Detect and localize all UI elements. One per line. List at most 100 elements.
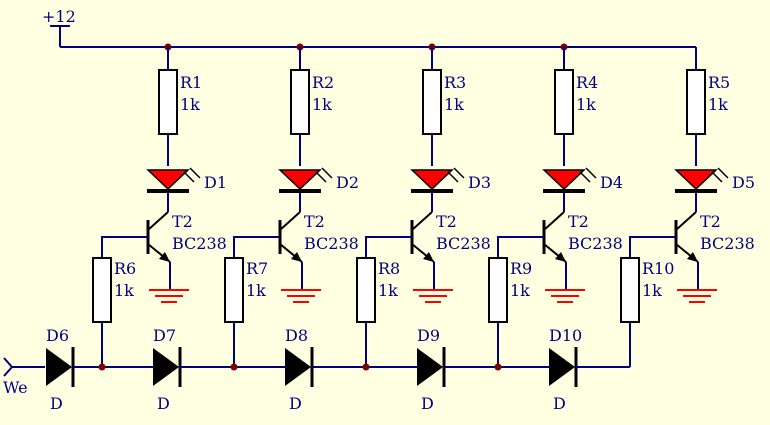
transistor-collector xyxy=(147,211,169,231)
led-label: D4 xyxy=(600,173,623,192)
resistor-top xyxy=(554,69,574,135)
transistor-emitter-arrow xyxy=(687,252,698,262)
led-symbol xyxy=(542,169,586,191)
stages: R11kD1T2BC238R61kD6DR21kD2T2BC238R71kD7D… xyxy=(46,43,755,413)
ground-symbol xyxy=(149,289,189,303)
diode-label: D10 xyxy=(549,326,582,345)
input-terminal: We xyxy=(3,357,45,397)
led-light-arrow xyxy=(453,167,465,179)
led-label: D3 xyxy=(468,173,491,192)
resistor-base xyxy=(356,257,376,323)
led-light-arrow xyxy=(717,167,729,179)
junction-dot xyxy=(494,363,502,371)
resistor-top-value: 1k xyxy=(444,95,464,114)
resistor-top-value: 1k xyxy=(312,95,332,114)
diode-label: D8 xyxy=(285,326,308,345)
led-symbol xyxy=(674,169,718,191)
diode-type: D xyxy=(157,394,170,413)
led-light-arrow xyxy=(447,171,459,183)
transistor-label: T2 xyxy=(700,212,721,231)
resistor-top-label: R5 xyxy=(708,73,730,92)
led-light-arrow xyxy=(183,171,195,183)
transistor-emitter-arrow xyxy=(555,252,566,262)
transistor-label: T2 xyxy=(436,212,457,231)
supply-label: +12 xyxy=(42,7,76,26)
led-light-arrow xyxy=(711,171,723,183)
resistor-base-label: R8 xyxy=(378,259,400,278)
resistor-top-value: 1k xyxy=(708,95,728,114)
diode-label: D6 xyxy=(46,326,69,345)
wire xyxy=(497,236,544,258)
transistor-type: BC238 xyxy=(172,234,227,253)
resistor-top xyxy=(422,69,442,135)
transistor-type: BC238 xyxy=(436,234,491,253)
resistor-base xyxy=(92,257,112,323)
input-label: We xyxy=(3,378,28,397)
resistor-top-label: R4 xyxy=(576,73,598,92)
led-label: D5 xyxy=(732,173,755,192)
diode-symbol xyxy=(285,348,311,386)
transistor-emitter-arrow xyxy=(423,252,434,262)
resistor-base-label: R7 xyxy=(246,259,268,278)
transistor-label: T2 xyxy=(172,212,193,231)
transistor-collector xyxy=(543,211,565,231)
led-light-arrow xyxy=(315,171,327,183)
junction-dot xyxy=(230,363,238,371)
supply-symbol: +12 xyxy=(42,7,76,47)
resistor-top-value: 1k xyxy=(576,95,596,114)
resistor-base xyxy=(620,257,640,323)
resistor-base-label: R10 xyxy=(642,259,674,278)
led-symbol xyxy=(410,169,454,191)
resistor-top-label: R2 xyxy=(312,73,334,92)
resistor-top xyxy=(290,69,310,135)
wire xyxy=(629,236,676,258)
wire xyxy=(233,236,280,258)
resistor-base xyxy=(224,257,244,323)
transistor-emitter-arrow xyxy=(291,252,302,262)
junction-dot xyxy=(362,363,370,371)
led-light-arrow xyxy=(321,167,333,179)
led-label: D1 xyxy=(204,173,227,192)
led-label: D2 xyxy=(336,173,359,192)
resistor-top-label: R1 xyxy=(180,73,202,92)
transistor-label: T2 xyxy=(304,212,325,231)
resistor-top xyxy=(686,69,706,135)
transistor-type: BC238 xyxy=(568,234,623,253)
junction-dot xyxy=(98,363,106,371)
led-light-arrow xyxy=(579,171,591,183)
transistor-label: T2 xyxy=(568,212,589,231)
transistor-emitter-arrow xyxy=(159,252,170,262)
resistor-base-label: R6 xyxy=(114,259,136,278)
diode-type: D xyxy=(50,394,63,413)
transistor-type: BC238 xyxy=(304,234,359,253)
diode-label: D9 xyxy=(417,326,440,345)
transistor-collector xyxy=(411,211,433,231)
resistor-top xyxy=(158,69,178,135)
ground-symbol xyxy=(281,289,321,303)
led-light-arrow xyxy=(585,167,597,179)
ground-symbol xyxy=(545,289,585,303)
diode-type: D xyxy=(553,394,566,413)
transistor-collector xyxy=(675,211,697,231)
diode-symbol xyxy=(153,348,179,386)
resistor-top-value: 1k xyxy=(180,95,200,114)
diode-type: D xyxy=(421,394,434,413)
diode-symbol xyxy=(46,348,72,386)
resistor-top-label: R3 xyxy=(444,73,466,92)
resistor-base xyxy=(488,257,508,323)
ground-symbol xyxy=(413,289,453,303)
diode-symbol xyxy=(417,348,443,386)
resistor-base-value: 1k xyxy=(378,281,398,300)
led-symbol xyxy=(278,169,322,191)
diode-type: D xyxy=(289,394,302,413)
resistor-base-value: 1k xyxy=(246,281,266,300)
led-symbol xyxy=(146,169,190,191)
diode-symbol xyxy=(549,348,575,386)
diode-label: D7 xyxy=(153,326,176,345)
resistor-base-value: 1k xyxy=(114,281,134,300)
